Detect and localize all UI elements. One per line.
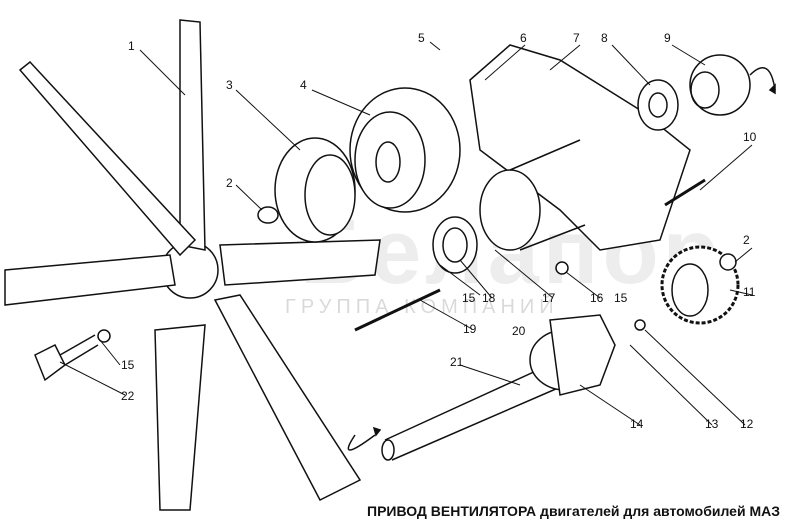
- callout-20: 20: [512, 324, 526, 338]
- callout-9: 9: [664, 31, 671, 45]
- callout-3: 3: [226, 78, 233, 92]
- watermark-subtitle: ГРУППА КОМПАНИЙ: [285, 296, 559, 318]
- callout-22: 22: [121, 389, 135, 403]
- callout-7: 7: [573, 31, 580, 45]
- callout-17: 17: [542, 291, 556, 305]
- housing: [432, 44, 691, 275]
- callout-5: 5: [418, 31, 425, 45]
- callout-10: 10: [743, 130, 757, 144]
- leader-lines: [59, 41, 753, 426]
- pulley-4: [349, 87, 461, 213]
- callout-15b: 15: [614, 291, 628, 305]
- shaft-21: [347, 288, 646, 461]
- fan: [4, 19, 381, 511]
- callout-16: 16: [590, 291, 604, 305]
- callout-2b: 2: [743, 233, 750, 247]
- callout-11: 11: [743, 285, 756, 299]
- callout-21: 21: [450, 355, 464, 369]
- callout-1: 1: [128, 39, 135, 53]
- callout-19: 19: [463, 322, 477, 336]
- callout-15c: 15: [121, 358, 135, 372]
- callout-8: 8: [601, 31, 608, 45]
- hub-3: [257, 137, 356, 243]
- callout-18: 18: [482, 291, 496, 305]
- bearings: [637, 54, 776, 207]
- diagram-caption: ПРИВОД ВЕНТИЛЯТОРА двигателей для автомо…: [367, 503, 780, 519]
- callout-12: 12: [740, 417, 754, 431]
- bolt-22: [34, 329, 111, 382]
- callout-14: 14: [630, 417, 644, 431]
- callout-6: 6: [520, 31, 527, 45]
- callout-4: 4: [300, 78, 307, 92]
- callout-2: 2: [226, 176, 233, 190]
- gear-11: [660, 245, 740, 325]
- callout-15a: 15: [462, 291, 476, 305]
- callout-13: 13: [705, 417, 719, 431]
